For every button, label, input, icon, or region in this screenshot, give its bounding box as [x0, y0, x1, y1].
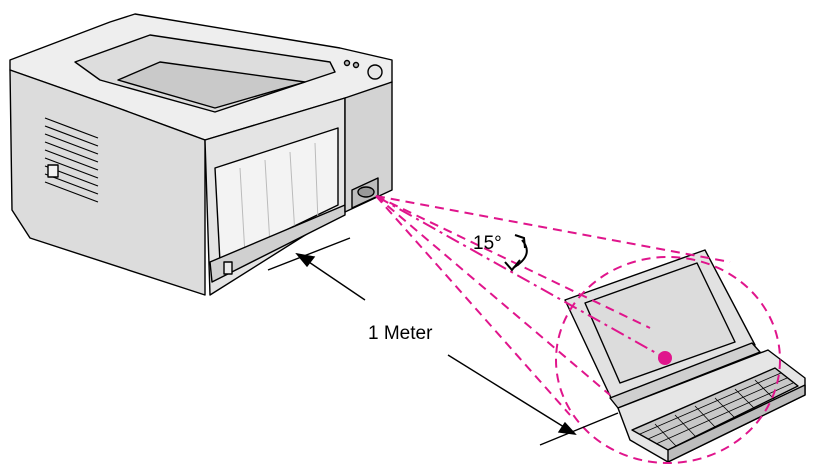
laptop-keyboard	[631, 367, 799, 451]
printer-vent-grille	[44, 117, 99, 203]
printer-right-column	[344, 81, 393, 213]
printer-side-latch	[47, 164, 59, 178]
printer-button-large	[367, 64, 383, 80]
distance-extension-laptop	[539, 412, 619, 446]
printer-button-small	[343, 59, 351, 67]
arrow-left-head	[295, 252, 316, 268]
printer-button-small	[352, 61, 360, 69]
printer-front-cover	[214, 127, 339, 263]
laptop-screen	[584, 262, 736, 384]
laptop-illustration	[564, 249, 806, 463]
distance-extension-printer	[267, 237, 351, 271]
double-headed-curved-arrow	[504, 234, 528, 272]
infrared-beam	[375, 195, 781, 464]
laptop-hinge	[609, 342, 761, 409]
printer-tray-slot	[117, 61, 306, 109]
reception-zone-circle	[555, 256, 781, 464]
arrow-right-icon	[447, 354, 573, 433]
printer-front-shading	[239, 142, 319, 256]
printer-tray-handle	[223, 261, 233, 275]
beam-edge-top	[375, 195, 731, 263]
laptop-front-edge	[667, 384, 806, 463]
infrared-target-point	[658, 351, 672, 365]
printer-paper-tray	[209, 204, 346, 283]
distance-indicator	[267, 237, 619, 446]
beam-angle-line-upper	[375, 195, 651, 329]
printer-left-side	[9, 69, 206, 296]
printer-illustration	[9, 13, 393, 296]
arrow-left-icon	[299, 255, 366, 301]
arrow-right-head	[557, 421, 577, 435]
beam-angle-line-lower	[375, 195, 611, 396]
laptop-keys	[639, 372, 794, 447]
beam-edge-bottom	[375, 195, 571, 416]
infrared-lens	[357, 186, 375, 198]
distance-label: 1 Meter	[368, 323, 433, 344]
angle-label: 15°	[473, 233, 502, 254]
beam-center-axis	[375, 195, 666, 359]
